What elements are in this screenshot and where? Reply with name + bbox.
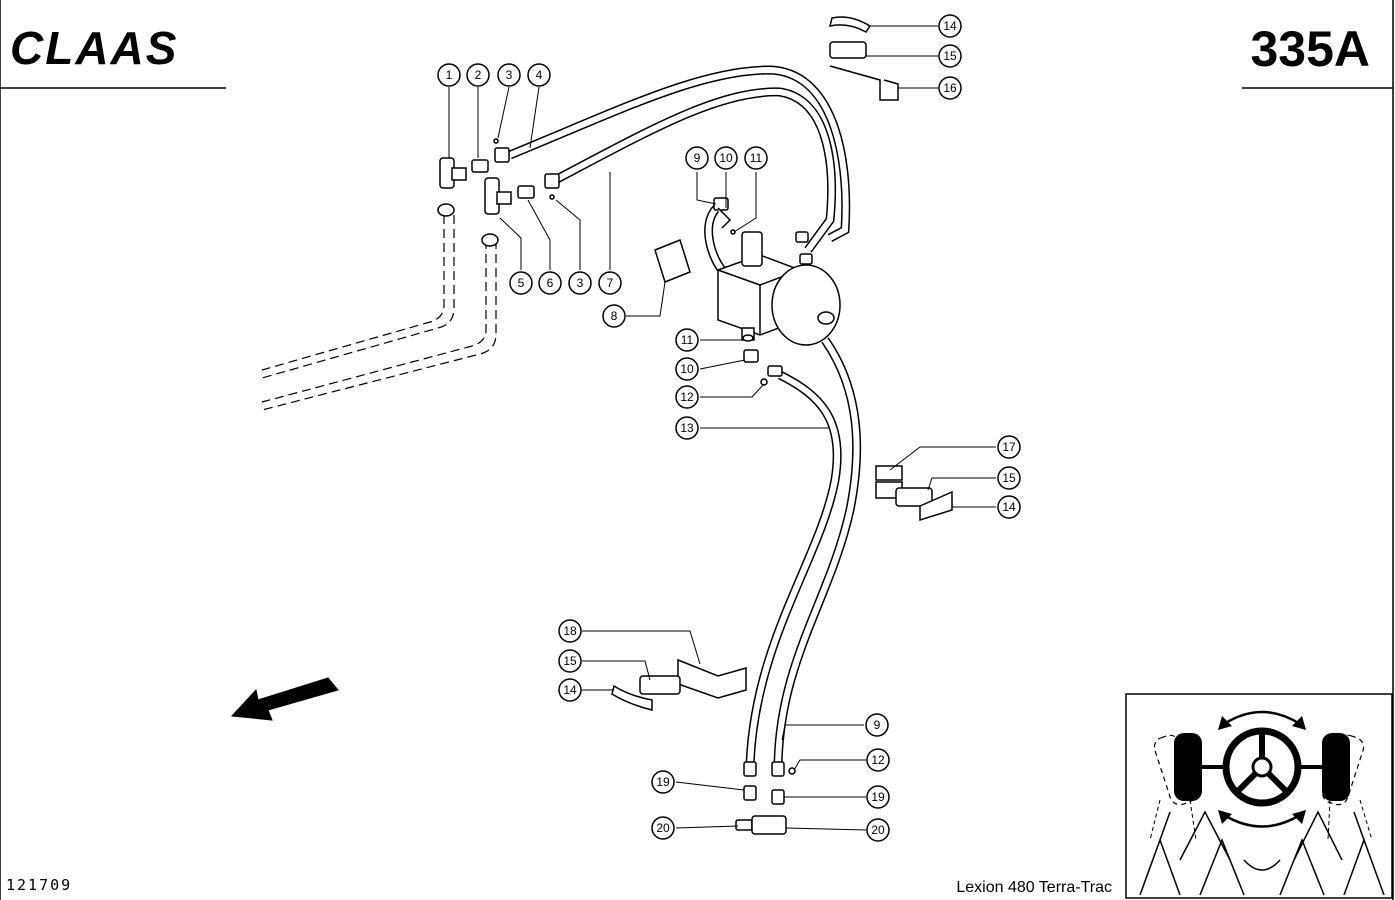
- document-number: 121709: [6, 876, 72, 894]
- rotate-arrow-icon: [1223, 813, 1301, 828]
- callout-circles: [437, 14, 1021, 842]
- callout-label: 8: [611, 309, 618, 323]
- callout-label: 19: [871, 790, 885, 804]
- lower-fittings: [735, 761, 796, 835]
- callout-label: 9: [874, 718, 881, 732]
- callout-label: 18: [563, 624, 577, 638]
- callout-label: 20: [871, 823, 885, 837]
- callout-label: 14: [943, 19, 957, 33]
- steering-wheel-icon: [1222, 727, 1302, 807]
- callout-label: 12: [680, 390, 694, 404]
- page-number: 335A: [1250, 21, 1370, 77]
- callout-label: 14: [563, 683, 577, 697]
- callout-label: 2: [475, 68, 482, 82]
- model-name: Lexion 480 Terra-Trac: [956, 879, 1112, 896]
- callout-label: 3: [506, 68, 513, 82]
- callout-label: 14: [1002, 500, 1016, 514]
- callout-label: 11: [681, 333, 694, 347]
- valve-fittings: [713, 197, 813, 386]
- callout-label: 11: [750, 151, 763, 165]
- brackets: [611, 16, 953, 711]
- callout-label: 15: [1002, 471, 1016, 485]
- callout-label: 15: [563, 654, 577, 668]
- hoses: [508, 65, 862, 766]
- direction-arrow-icon: [230, 677, 339, 721]
- callout-label: 10: [680, 362, 694, 376]
- callout-label: 17: [1002, 440, 1016, 454]
- callout-label: 6: [547, 276, 554, 290]
- callout-label: 9: [694, 151, 701, 165]
- brand-logo: CLAAS: [10, 22, 178, 74]
- dashed-pipes: [261, 215, 497, 411]
- callout-label: 15: [943, 49, 957, 63]
- callout-label: 16: [943, 81, 957, 95]
- callout-label: 3: [577, 276, 584, 290]
- callout-label: 13: [680, 421, 694, 435]
- callout-label: 4: [536, 68, 543, 82]
- callout-label: 19: [656, 775, 670, 789]
- leader-lines: [448, 25, 996, 831]
- callout-labels: 1 2 3 4 5 6 3 7 8 9 10 11 11 10 12 13 14…: [446, 19, 1016, 837]
- fittings-top-left: [437, 138, 560, 247]
- callout-label: 12: [871, 753, 885, 767]
- inset-steering-diagram: [1125, 693, 1393, 899]
- callout-label: 5: [518, 276, 525, 290]
- callout-label: 7: [607, 276, 614, 290]
- rotate-arrow-icon: [1223, 710, 1301, 726]
- valve-assembly: [717, 231, 841, 346]
- callout-label: 10: [719, 151, 733, 165]
- callout-label: 20: [656, 821, 670, 835]
- callout-label: 1: [446, 68, 453, 82]
